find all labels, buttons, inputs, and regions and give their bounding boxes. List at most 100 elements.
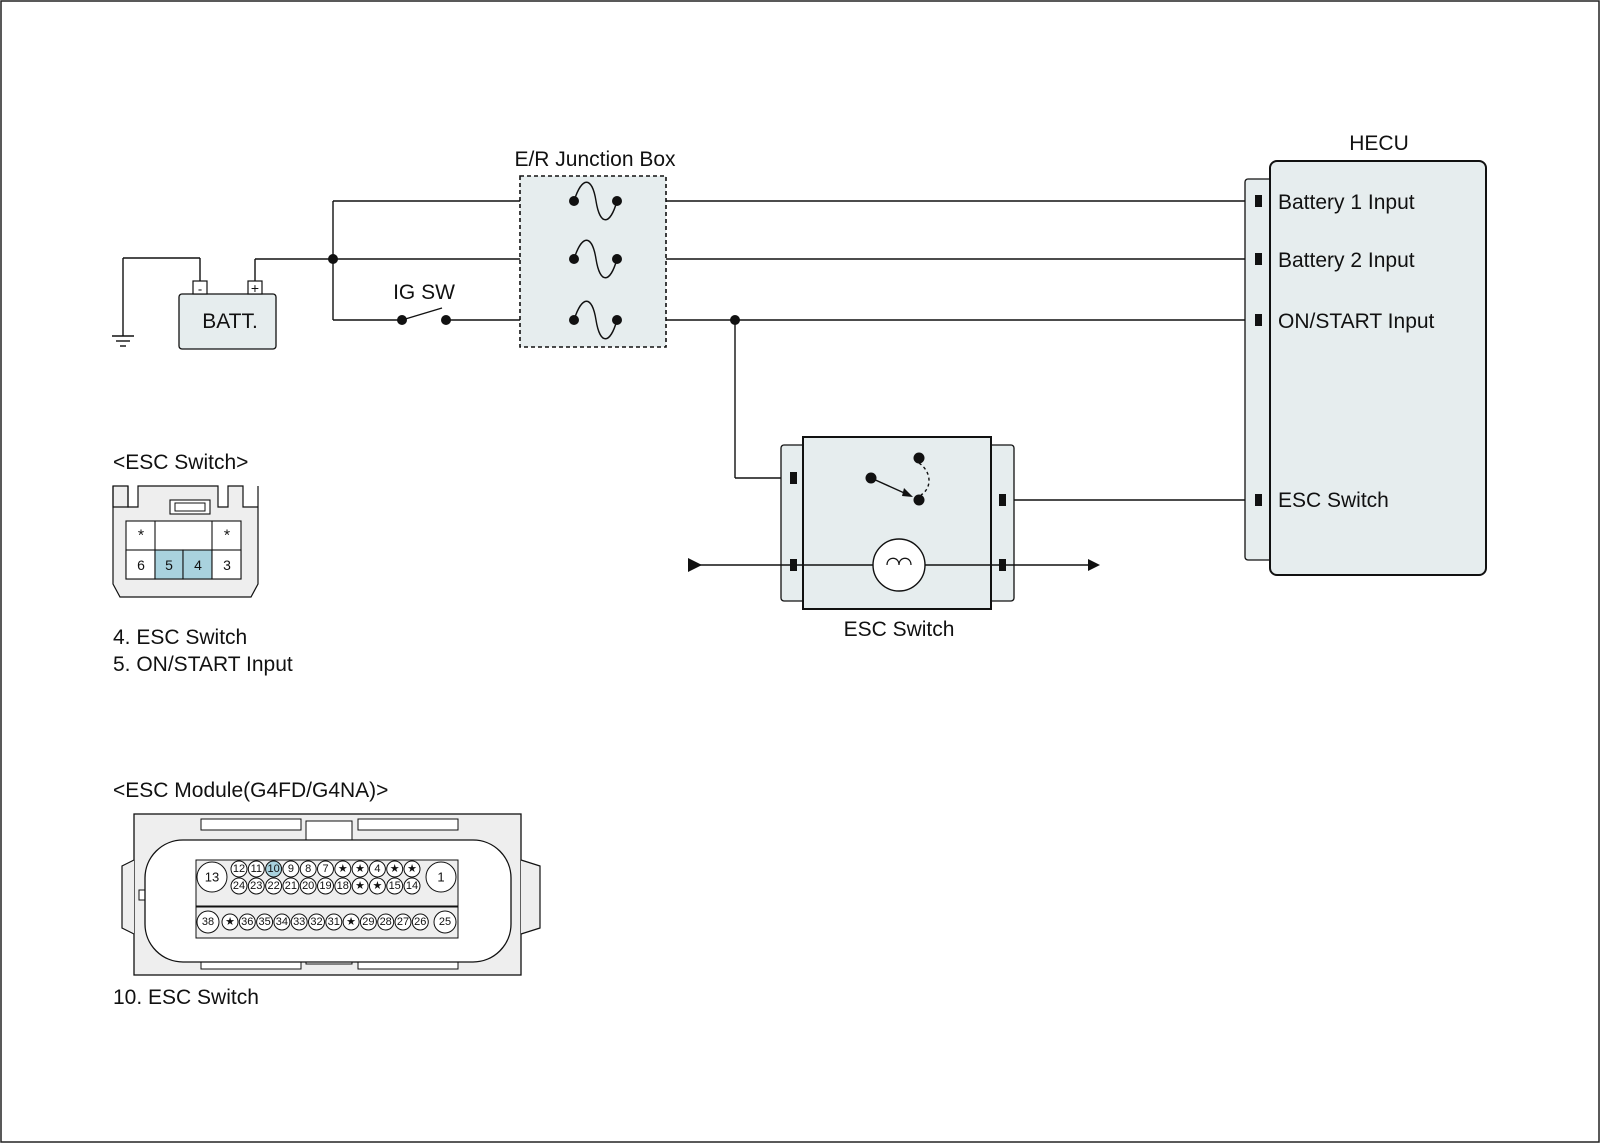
hecu-module: HECU Battery 1 Input Battery 2 Input ON/…: [1244, 132, 1487, 576]
esc-switch-component-label: ESC Switch: [844, 618, 955, 641]
connector-pin-label: 15: [389, 880, 401, 892]
hecu-body: [1269, 160, 1487, 576]
connector-pin-label: 3: [223, 557, 231, 573]
connector-pin: [425, 861, 457, 893]
hecu-pin-label: Battery 2 Input: [1278, 249, 1415, 272]
connector-pin-label: 29: [362, 916, 374, 928]
connector-pin: [351, 860, 369, 878]
connector-pin: [411, 913, 429, 931]
connector-pin-label: 5: [165, 557, 173, 573]
connector-pin: [299, 860, 317, 878]
battery-plus-sign: +: [251, 280, 259, 296]
connector-pin-highlighted: [265, 860, 283, 878]
connector-pin: [221, 913, 239, 931]
battery: - + BATT.: [178, 280, 277, 350]
connector-pin: [256, 913, 274, 931]
connector-pin-label: ★: [390, 863, 400, 875]
connector-latch: [169, 499, 211, 515]
ground-symbol: [112, 258, 134, 347]
connector-pin-label: 32: [310, 916, 322, 928]
hecu-pin-terminal: [1255, 494, 1262, 506]
connector-pin: [351, 877, 369, 895]
ig-switch: IG SW: [393, 281, 455, 325]
hecu-pin-terminal: [1255, 253, 1262, 265]
hecu-pin-terminal: [1255, 195, 1262, 207]
connector-pin-label: ★: [225, 916, 235, 928]
esc-switch-component: ESC Switch: [688, 436, 1100, 641]
connector-pin-label: 7: [322, 863, 328, 875]
connector-pin: [325, 913, 343, 931]
indicator-lamp-icon: [872, 538, 926, 592]
connector-pin: [359, 913, 377, 931]
connector-pin: [247, 877, 265, 895]
connector-pin-label: 4: [194, 557, 202, 573]
connector-pin: [282, 877, 300, 895]
connector-pin-label: 6: [137, 557, 145, 573]
connector-pin: [317, 860, 334, 878]
hecu-pin-label: ON/START Input: [1278, 310, 1435, 333]
connector-pin-label: 8: [305, 863, 311, 875]
connector-cavity: [125, 549, 156, 580]
main-wiring: [254, 200, 1255, 501]
connector-pin-label: ★: [355, 880, 365, 892]
connector-pin-label: 38: [202, 916, 214, 928]
connector-legend-item: 4. ESC Switch: [113, 626, 247, 649]
battery-label: BATT.: [202, 310, 258, 333]
esc-switch-connector-view: <ESC Switch> * * 6 5 4 3 4. ESC Switch 5…: [112, 451, 293, 676]
connector-pin: [290, 913, 308, 931]
battery-minus-terminal: [192, 280, 208, 295]
connector-pin-label: 10: [267, 863, 279, 875]
connector-pin-label: 22: [267, 880, 279, 892]
connector-pin: [273, 913, 291, 931]
connector-pin-label: 19: [319, 880, 331, 892]
connector-pin-label: 12: [233, 863, 245, 875]
connector-pin-label: ★: [355, 863, 365, 875]
connector-pin-label: 33: [293, 916, 305, 928]
connector-pin-label: 23: [250, 880, 262, 892]
connector-pin: [368, 860, 386, 878]
connector-pin-label: 1: [437, 870, 444, 885]
connector-pin-label: ★: [346, 916, 356, 928]
connector-pin-label: 27: [397, 916, 409, 928]
connector-pin-label: 4: [374, 863, 380, 875]
connector-pin-label: 9: [288, 863, 294, 875]
connector-pin-label: ★: [407, 863, 417, 875]
connector-pin-label: *: [138, 528, 144, 545]
connector-pin-label: ★: [338, 863, 348, 875]
connector-legend-item: 5. ON/START Input: [113, 653, 293, 676]
connector-pin: [230, 877, 248, 895]
hecu-pin-terminal: [1255, 314, 1262, 326]
connector-pin: [377, 913, 395, 931]
connector-pin-label: 34: [276, 916, 288, 928]
connector-pin: [238, 913, 256, 931]
er-junction-box: E/R Junction Box: [514, 148, 676, 348]
ig-switch-label: IG SW: [393, 281, 455, 304]
input-arrow-icon: [688, 558, 702, 572]
connector-pin: [403, 877, 421, 895]
connector-pin-label: ★: [372, 880, 382, 892]
connector-pin-label: 20: [302, 880, 314, 892]
connector-pin: [299, 877, 317, 895]
hecu-pin-label: ESC Switch: [1278, 489, 1389, 512]
connector-pin-label: 25: [439, 916, 451, 928]
connector-pin: [334, 877, 352, 895]
fuse-icon: [569, 181, 622, 221]
connector-pin: [386, 860, 404, 878]
esc-switch-connector-title: <ESC Switch>: [113, 451, 248, 474]
connector-pin-label: 24: [233, 880, 245, 892]
connector-pin: [334, 860, 352, 878]
connector-pin: [386, 877, 404, 895]
connector-pin: [196, 861, 228, 893]
connector-cavity-highlighted: [182, 549, 213, 580]
connector-pin: [247, 860, 265, 878]
connector-pin: [282, 860, 300, 878]
connector-pin-label: 18: [337, 880, 349, 892]
connector-pin: [394, 913, 412, 931]
connector-pin: [403, 860, 421, 878]
connector-pin-label: *: [224, 528, 230, 545]
connector-pin-label: 35: [258, 916, 270, 928]
esc-module-connector-title: <ESC Module(G4FD/G4NA)>: [113, 779, 388, 802]
hecu-pin-label: Battery 1 Input: [1278, 191, 1415, 214]
